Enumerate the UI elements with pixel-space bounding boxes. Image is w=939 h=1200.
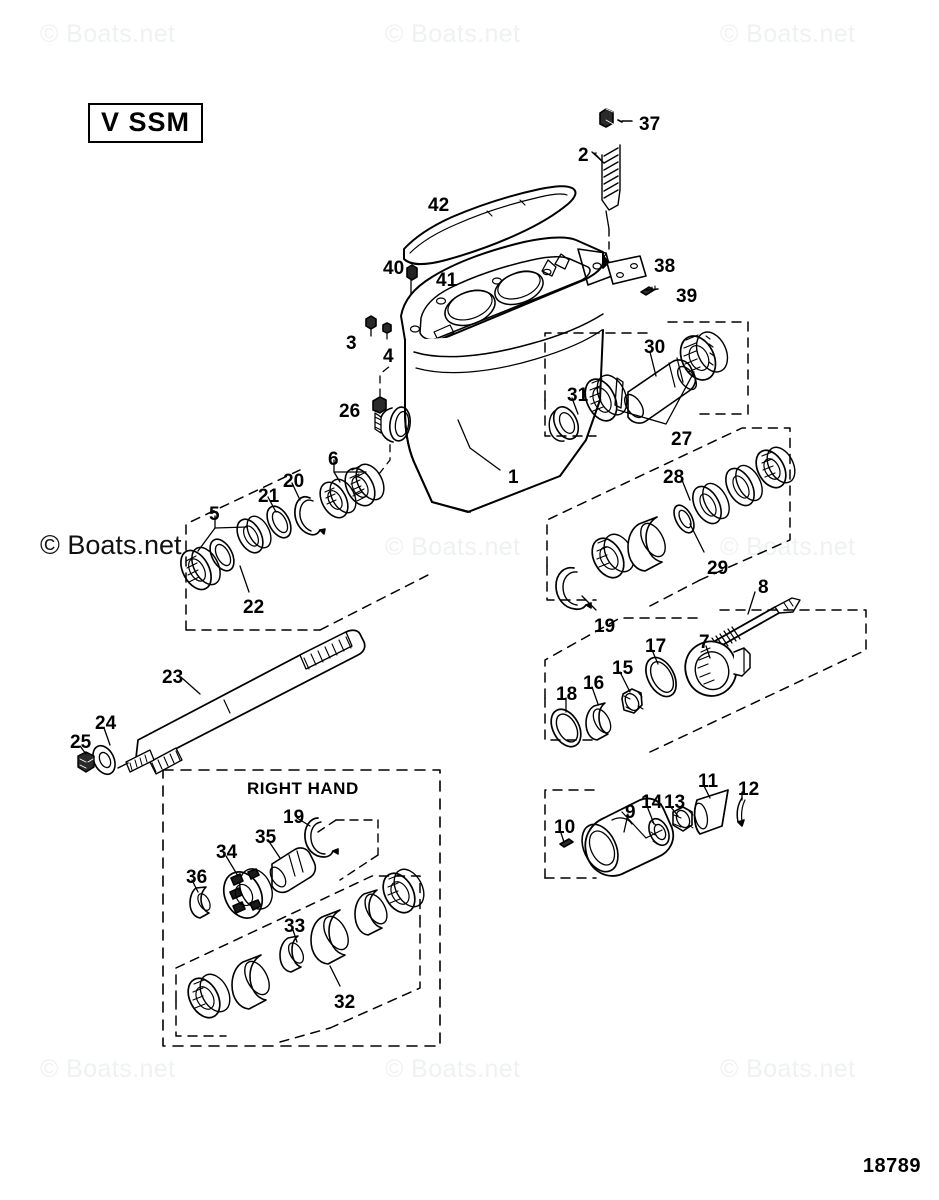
- callout-35: 35: [255, 827, 277, 848]
- callout-23: 23: [162, 667, 184, 688]
- callout-30: 30: [644, 337, 666, 358]
- part-35-sleeve: [269, 847, 317, 894]
- callout-22: 22: [243, 597, 265, 618]
- part-18-o-ring: [550, 708, 582, 748]
- callout-2: 2: [578, 145, 589, 166]
- callout-5: 5: [209, 504, 220, 525]
- callout-18: 18: [556, 684, 578, 705]
- model-badge: V SSM: [88, 103, 204, 144]
- callout-6: 6: [328, 449, 339, 470]
- callout-20: 20: [283, 471, 305, 492]
- part-15-nut: [621, 688, 644, 714]
- part-36-bushing: [189, 886, 211, 919]
- part-28-race-b: [627, 516, 666, 572]
- part-27-bearing-left: [584, 374, 628, 422]
- callout-41: 41: [436, 270, 458, 291]
- callout-33: 33: [284, 916, 306, 937]
- part-22-shim: [209, 538, 235, 572]
- callout-14: 14: [641, 792, 663, 813]
- part-bearing-cup: [236, 515, 272, 554]
- part-26-bolt: [372, 396, 387, 434]
- part-25-nut: [77, 751, 95, 773]
- callout-11: 11: [698, 771, 719, 792]
- part-24-thrust-washer: [92, 744, 116, 776]
- part-10-pin: [559, 838, 574, 848]
- callout-29: 29: [707, 558, 729, 579]
- part-16-sleeve: [585, 702, 612, 741]
- part-30-sleeve: [623, 357, 698, 424]
- part-2-threaded-stud: [591, 144, 621, 230]
- part-21-shim: [266, 505, 292, 539]
- part-19-snap-ring: [555, 566, 592, 611]
- part-6-tapered-bearing: [344, 463, 385, 507]
- part-1-gear-housing: [379, 236, 613, 513]
- part-42-gasket: [403, 185, 577, 265]
- right-hand-subassembly-label: RIGHT HAND: [247, 779, 359, 798]
- part-12-cotter-pin: [736, 797, 746, 827]
- callout-40: 40: [383, 258, 405, 279]
- callout-37: 37: [639, 114, 661, 135]
- callout-34: 34: [216, 842, 238, 863]
- part-28-race-e: [725, 464, 763, 507]
- part-32-race-e: [354, 889, 388, 936]
- part-32-race-d: [310, 909, 349, 965]
- part-11-cone: [693, 789, 729, 835]
- part-23-propeller-shaft: [117, 629, 366, 775]
- callout-31: 31: [567, 385, 589, 406]
- callout-10: 10: [554, 817, 576, 838]
- callout-27: 27: [671, 429, 693, 450]
- part-4-screw: [382, 322, 392, 340]
- callout-25: 25: [70, 732, 92, 753]
- part-14-washer: [648, 817, 670, 847]
- callout-3: 3: [346, 333, 357, 354]
- part-37-bolt: [599, 108, 633, 128]
- part-5-tapered-bearing: [180, 546, 221, 591]
- part-32-bearing-f: [382, 868, 425, 914]
- part-27-bearing-right: [679, 331, 729, 381]
- part-19b-snap-ring: [304, 817, 339, 858]
- callout-17: 17: [645, 636, 667, 657]
- callout-16: 16: [583, 673, 605, 694]
- callout-42: 42: [428, 195, 450, 216]
- callout-26: 26: [339, 401, 361, 422]
- callout-12: 12: [738, 779, 760, 800]
- callout-8: 8: [758, 577, 769, 598]
- part-6-bearing-race: [319, 478, 357, 519]
- callout-19: 19: [594, 616, 616, 637]
- part-8-pinion-bolt: [711, 597, 801, 651]
- callout-24: 24: [95, 713, 117, 734]
- part-7-bearing-carrier: [684, 640, 751, 697]
- callout-21: 21: [258, 486, 280, 507]
- callout-15: 15: [612, 658, 634, 679]
- callout-13: 13: [664, 792, 686, 813]
- callout-36: 36: [186, 867, 208, 888]
- part-39-screw: [640, 285, 659, 296]
- callout-7: 7: [699, 632, 710, 653]
- callout-1: 1: [508, 467, 519, 488]
- callout-9: 9: [625, 802, 636, 823]
- diagram-number: 18789: [862, 1155, 921, 1177]
- callout-39: 39: [676, 286, 698, 307]
- part-41-dowel: [406, 264, 418, 281]
- part-20-retaining-ring: [294, 495, 326, 536]
- callout-4: 4: [383, 346, 394, 367]
- part-28-bearing-f: [755, 446, 796, 489]
- part-31-seal: [548, 406, 580, 442]
- part-32-bearing-a: [187, 973, 231, 1019]
- part-3-screw: [365, 315, 377, 337]
- part-33-shim: [279, 935, 305, 973]
- part-34-clutch: [222, 868, 273, 919]
- callout-28: 28: [663, 467, 685, 488]
- callout-38: 38: [654, 256, 676, 277]
- callout-32: 32: [334, 992, 356, 1013]
- part-38-plate: [606, 255, 647, 285]
- part-13-nut: [672, 806, 694, 832]
- part-28-race-d: [692, 482, 730, 525]
- part-32-race-b: [231, 954, 270, 1010]
- callout-19: 19: [283, 807, 305, 828]
- part-28-shim-c: [673, 504, 695, 534]
- part-17-o-ring: [645, 656, 677, 698]
